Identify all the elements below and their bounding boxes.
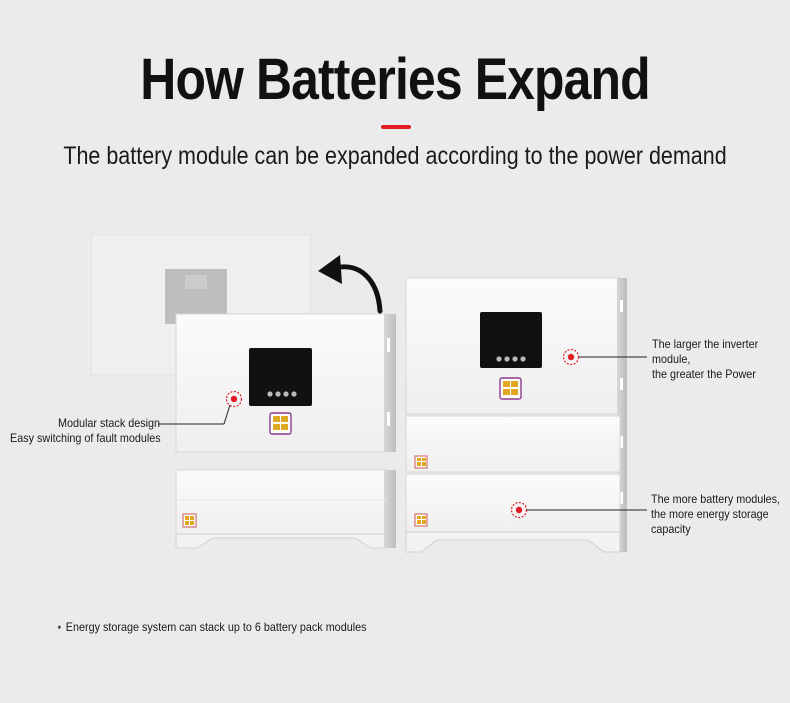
callout-inverter-line3: the greater the Power (652, 367, 756, 381)
page-subtitle: The battery module can be expanded accor… (63, 142, 727, 170)
callout-inverter-line1: The larger the inverter (652, 337, 759, 351)
lift-arrow-icon (318, 255, 383, 314)
marker-inverter (562, 348, 647, 366)
callout-left-line1: Modular stack design (58, 416, 161, 430)
right-inverter-screen (480, 312, 542, 368)
callout-battery-line3: capacity (651, 522, 691, 536)
title-accent-bar (381, 125, 411, 129)
page-title: How Batteries Expand (140, 47, 650, 112)
left-inverter-module (175, 313, 396, 453)
callout-left-line2: Easy switching of fault modules (10, 431, 161, 445)
inverter-screen (249, 348, 312, 406)
left-battery-module (175, 469, 396, 549)
footnote: ⋆ Energy storage system can stack up to … (56, 620, 367, 634)
callout-battery-line1: The more battery modules, (651, 492, 781, 506)
callout-inverter-line2: module, (652, 352, 691, 366)
marker-left (158, 390, 243, 425)
right-storage-stack (405, 277, 627, 553)
marker-battery (510, 501, 647, 519)
callout-battery-line2: the more energy storage (651, 507, 769, 521)
